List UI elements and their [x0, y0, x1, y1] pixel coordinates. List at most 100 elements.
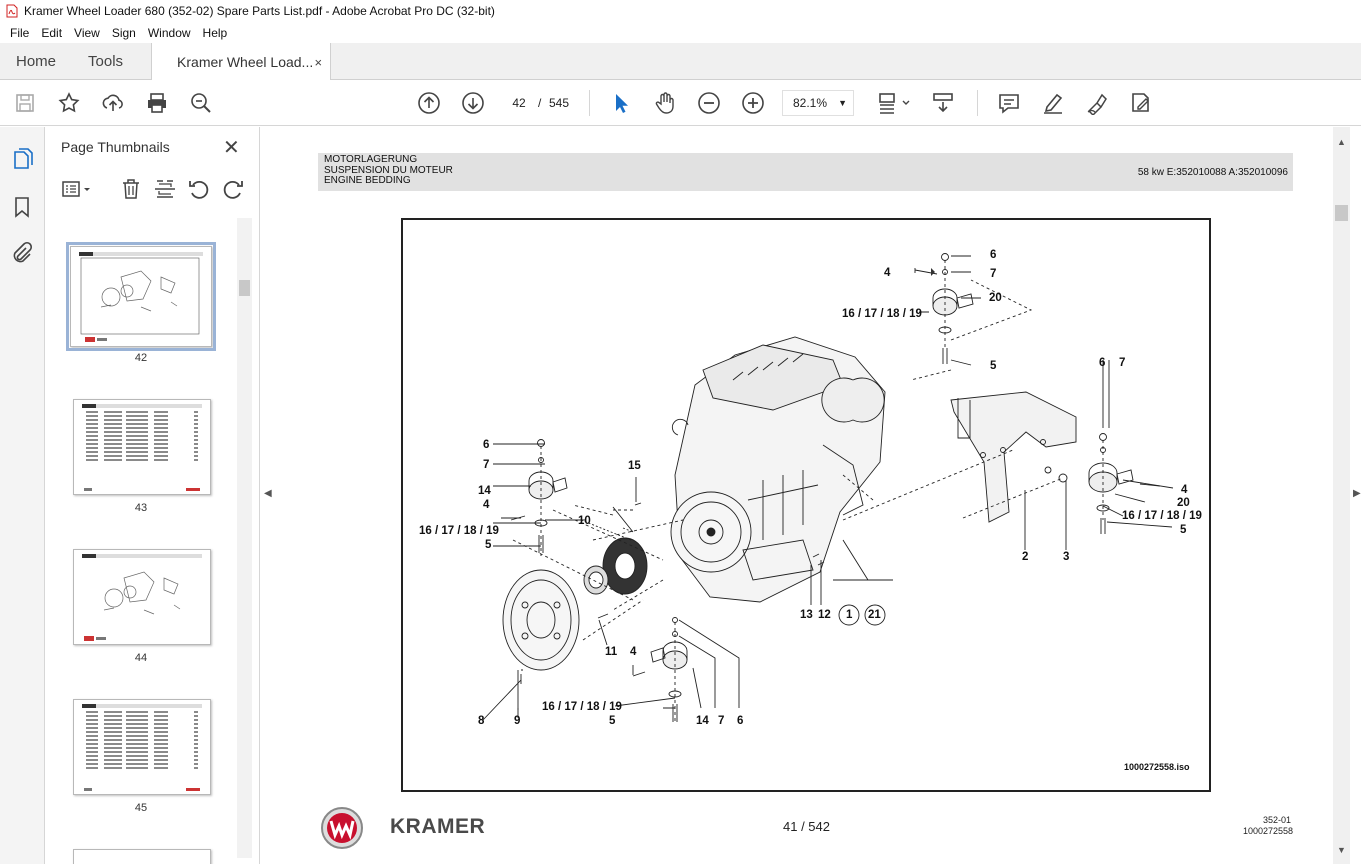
delete-page-icon[interactable] [119, 177, 143, 201]
page-separator: / [538, 96, 542, 110]
attachments-icon[interactable] [10, 241, 34, 265]
callout-label: 16 / 17 / 18 / 19 [842, 308, 922, 320]
highlight-pen-icon[interactable] [1041, 91, 1065, 115]
select-cursor-icon[interactable] [609, 91, 633, 115]
drawing-id: 1000272558.iso [1124, 762, 1190, 772]
thumbnail-page[interactable] [73, 699, 211, 795]
hand-icon[interactable] [653, 91, 677, 115]
page-up-icon[interactable] [417, 91, 441, 115]
extract-pages-icon[interactable] [153, 177, 177, 201]
tab-tools[interactable]: Tools [88, 52, 124, 70]
save-icon[interactable] [13, 91, 37, 115]
callout-label: 5 [609, 715, 616, 727]
callout-label: 12 [818, 609, 831, 621]
zoom-value: 82.1% [793, 96, 828, 110]
expand-right-panel-icon[interactable]: ▶ [1353, 488, 1361, 499]
page-header: MOTORLAGERUNG SUSPENSION DU MOTEUR ENGIN… [318, 153, 1293, 191]
tab-bar: Home Tools Kramer Wheel Load... × [0, 43, 1361, 81]
engine-drawing-svg [482, 253, 1174, 722]
edit-pdf-icon[interactable] [1129, 91, 1153, 115]
scroll-down-icon[interactable]: ▼ [1337, 845, 1346, 855]
zoom-out-icon[interactable] [697, 91, 721, 115]
menu-view[interactable]: View [74, 25, 100, 40]
callout-label: 14 [696, 715, 709, 727]
tab-document[interactable]: Kramer Wheel Load... × [151, 43, 332, 81]
callout-label: 11 [605, 646, 618, 658]
panel-toolbar [45, 175, 260, 205]
left-rail [0, 127, 45, 864]
sign-icon[interactable] [1085, 91, 1109, 117]
page-down-icon[interactable] [461, 91, 485, 115]
header-model-info: 58 kw E:352010088 A:352010096 [1137, 167, 1288, 178]
exploded-parts-drawing: 6 7 4 20 16 / 17 / 18 / 19 5 6 7 4 20 16… [401, 218, 1211, 792]
page-footer-number: 41 / 542 [783, 819, 830, 834]
callout-label: 5 [990, 360, 997, 372]
callout-label: 9 [514, 715, 521, 727]
callout-label: 20 [989, 292, 1002, 304]
menu-file[interactable]: File [10, 25, 30, 40]
upload-icon[interactable] [101, 91, 125, 115]
thumbnail-page[interactable] [73, 399, 211, 495]
callout-label: 6 [483, 439, 490, 451]
zoom-dropdown[interactable]: 82.1% ▼ [782, 90, 854, 116]
callout-label: 7 [990, 268, 997, 280]
thumbnail-page[interactable] [73, 849, 211, 864]
callout-label: 8 [478, 715, 485, 727]
options-menu-icon[interactable] [61, 177, 93, 201]
callout-label: 16 / 17 / 18 / 19 [542, 701, 622, 713]
callout-label: 5 [1180, 524, 1187, 536]
page-total: 545 [549, 96, 570, 110]
scrollbar-thumb[interactable] [239, 280, 250, 296]
thumbnail-label: 42 [134, 352, 148, 364]
thumbnail-label: 45 [134, 802, 148, 814]
callout-label: 16 / 17 / 18 / 19 [419, 525, 499, 537]
menu-edit[interactable]: Edit [41, 25, 63, 40]
toolbar [0, 80, 1361, 126]
menu-sign[interactable]: Sign [111, 25, 136, 40]
page-thumbnails-icon[interactable] [10, 147, 34, 171]
menu-bar: File Edit View Sign Window Help [0, 22, 1361, 43]
bookmarks-icon[interactable] [10, 195, 34, 219]
callout-label: 4 [483, 499, 490, 511]
callout-label: 3 [1063, 551, 1070, 563]
footer-code: 1000272558 [1243, 826, 1294, 836]
thumbnail-scrollbar[interactable] [237, 218, 252, 858]
callout-label: 2 [1022, 551, 1029, 563]
panel-title: Page Thumbnails [61, 139, 170, 155]
footer-code: 352-01 [1262, 815, 1291, 825]
header-line-german: MOTORLAGERUNG [324, 154, 418, 165]
zoom-in-icon[interactable] [741, 91, 765, 115]
callout-label: 7 [483, 459, 490, 471]
scroll-up-icon[interactable]: ▲ [1337, 137, 1346, 147]
search-zoom-icon[interactable] [189, 91, 213, 115]
scroll-mode-icon[interactable] [931, 91, 955, 115]
thumbnail-label: 44 [134, 652, 148, 664]
title-bar: Kramer Wheel Loader 680 (352-02) Spare P… [0, 0, 1361, 22]
fit-page-icon[interactable] [877, 91, 913, 115]
thumbnail-page[interactable] [66, 242, 216, 351]
page-number-input[interactable]: 42 [504, 90, 534, 114]
toolbar-divider [977, 90, 978, 116]
rotate-left-icon[interactable] [187, 177, 211, 201]
page-footer-codes: 352-01 1000272558 [1243, 815, 1294, 837]
close-panel-icon[interactable]: ✕ [223, 137, 240, 159]
document-scrollbar[interactable]: ▲ ▼ [1333, 127, 1350, 864]
tab-home[interactable]: Home [16, 52, 57, 70]
callout-label: 7 [718, 715, 725, 727]
thumbnail-page[interactable] [73, 549, 211, 645]
toolbar-divider [589, 90, 590, 116]
menu-help[interactable]: Help [202, 25, 228, 40]
callout-label: 16 / 17 / 18 / 19 [1122, 510, 1202, 522]
window-title: Kramer Wheel Loader 680 (352-02) Spare P… [24, 4, 495, 18]
bookmark-star-icon[interactable] [57, 91, 81, 115]
callout-label: 20 [1177, 497, 1190, 509]
menu-window[interactable]: Window [147, 25, 191, 40]
thumbnail-label: 43 [134, 502, 148, 514]
close-tab-icon[interactable]: × [314, 54, 323, 70]
rotate-right-icon[interactable] [221, 177, 245, 201]
header-line-french: SUSPENSION DU MOTEUR [324, 164, 453, 176]
scrollbar-thumb[interactable] [1335, 205, 1348, 221]
collapse-panel-icon[interactable]: ◀ [264, 488, 272, 499]
print-icon[interactable] [145, 91, 169, 115]
comment-icon[interactable] [997, 91, 1021, 115]
